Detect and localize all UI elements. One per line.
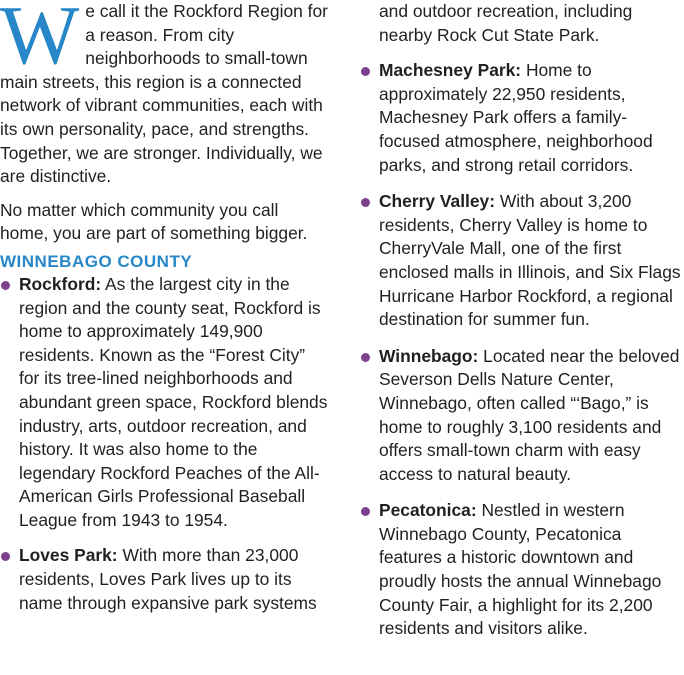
bullet-icon (1, 552, 10, 562)
intro-text: e call it the Rockford Region for a reas… (0, 1, 328, 187)
section-heading: WINNEBAGO COUNTY (0, 251, 193, 271)
list-item-rockford: Rockford: As the largest city in the reg… (0, 273, 330, 533)
bullet-icon (361, 352, 370, 362)
community-name: Pecatonica: (379, 500, 477, 521)
bullet-icon (1, 280, 10, 290)
community-list-left: Rockford: As the largest city in the reg… (0, 273, 330, 615)
list-item-pecatonica: Pecatonica: Nestled in western Winnebago… (360, 499, 682, 641)
continued-text: and outdoor recreation, including nearby… (379, 1, 633, 45)
community-description: With about 3,200 residents, Cherry Valle… (379, 191, 681, 330)
community-name: Loves Park: (19, 545, 118, 566)
community-name: Winnebago: (379, 345, 479, 366)
community-name: Machesney Park: (379, 60, 522, 81)
community-description: Nestled in western Winnebago County, Pec… (379, 500, 662, 639)
community-list-right: Machesney Park: Home to approximately 22… (360, 59, 682, 641)
right-column: and outdoor recreation, including nearby… (360, 0, 682, 641)
community-description: With more than 23,000 residents, Loves P… (19, 545, 317, 613)
list-item-machesney-park: Machesney Park: Home to approximately 22… (360, 59, 682, 177)
bullet-icon (361, 67, 370, 77)
community-description: Located near the beloved Severson Dells … (379, 345, 680, 484)
bullet-icon (361, 198, 370, 208)
list-item-winnebago: Winnebago: Located near the beloved Seve… (360, 345, 682, 487)
bullet-icon (361, 507, 370, 517)
community-description: Home to approximately 22,950 residents, … (379, 60, 653, 175)
list-item-loves-park: Loves Park: With more than 23,000 reside… (0, 544, 330, 615)
list-item-cherry-valley: Cherry Valley: With about 3,200 resident… (360, 190, 682, 332)
community-name: Rockford: (19, 273, 102, 294)
drop-cap: W (0, 0, 80, 82)
community-name: Cherry Valley: (379, 191, 496, 212)
intro-paragraph-2: No matter which community you call home,… (0, 199, 308, 244)
community-description: As the largest city in the region and th… (19, 273, 328, 530)
